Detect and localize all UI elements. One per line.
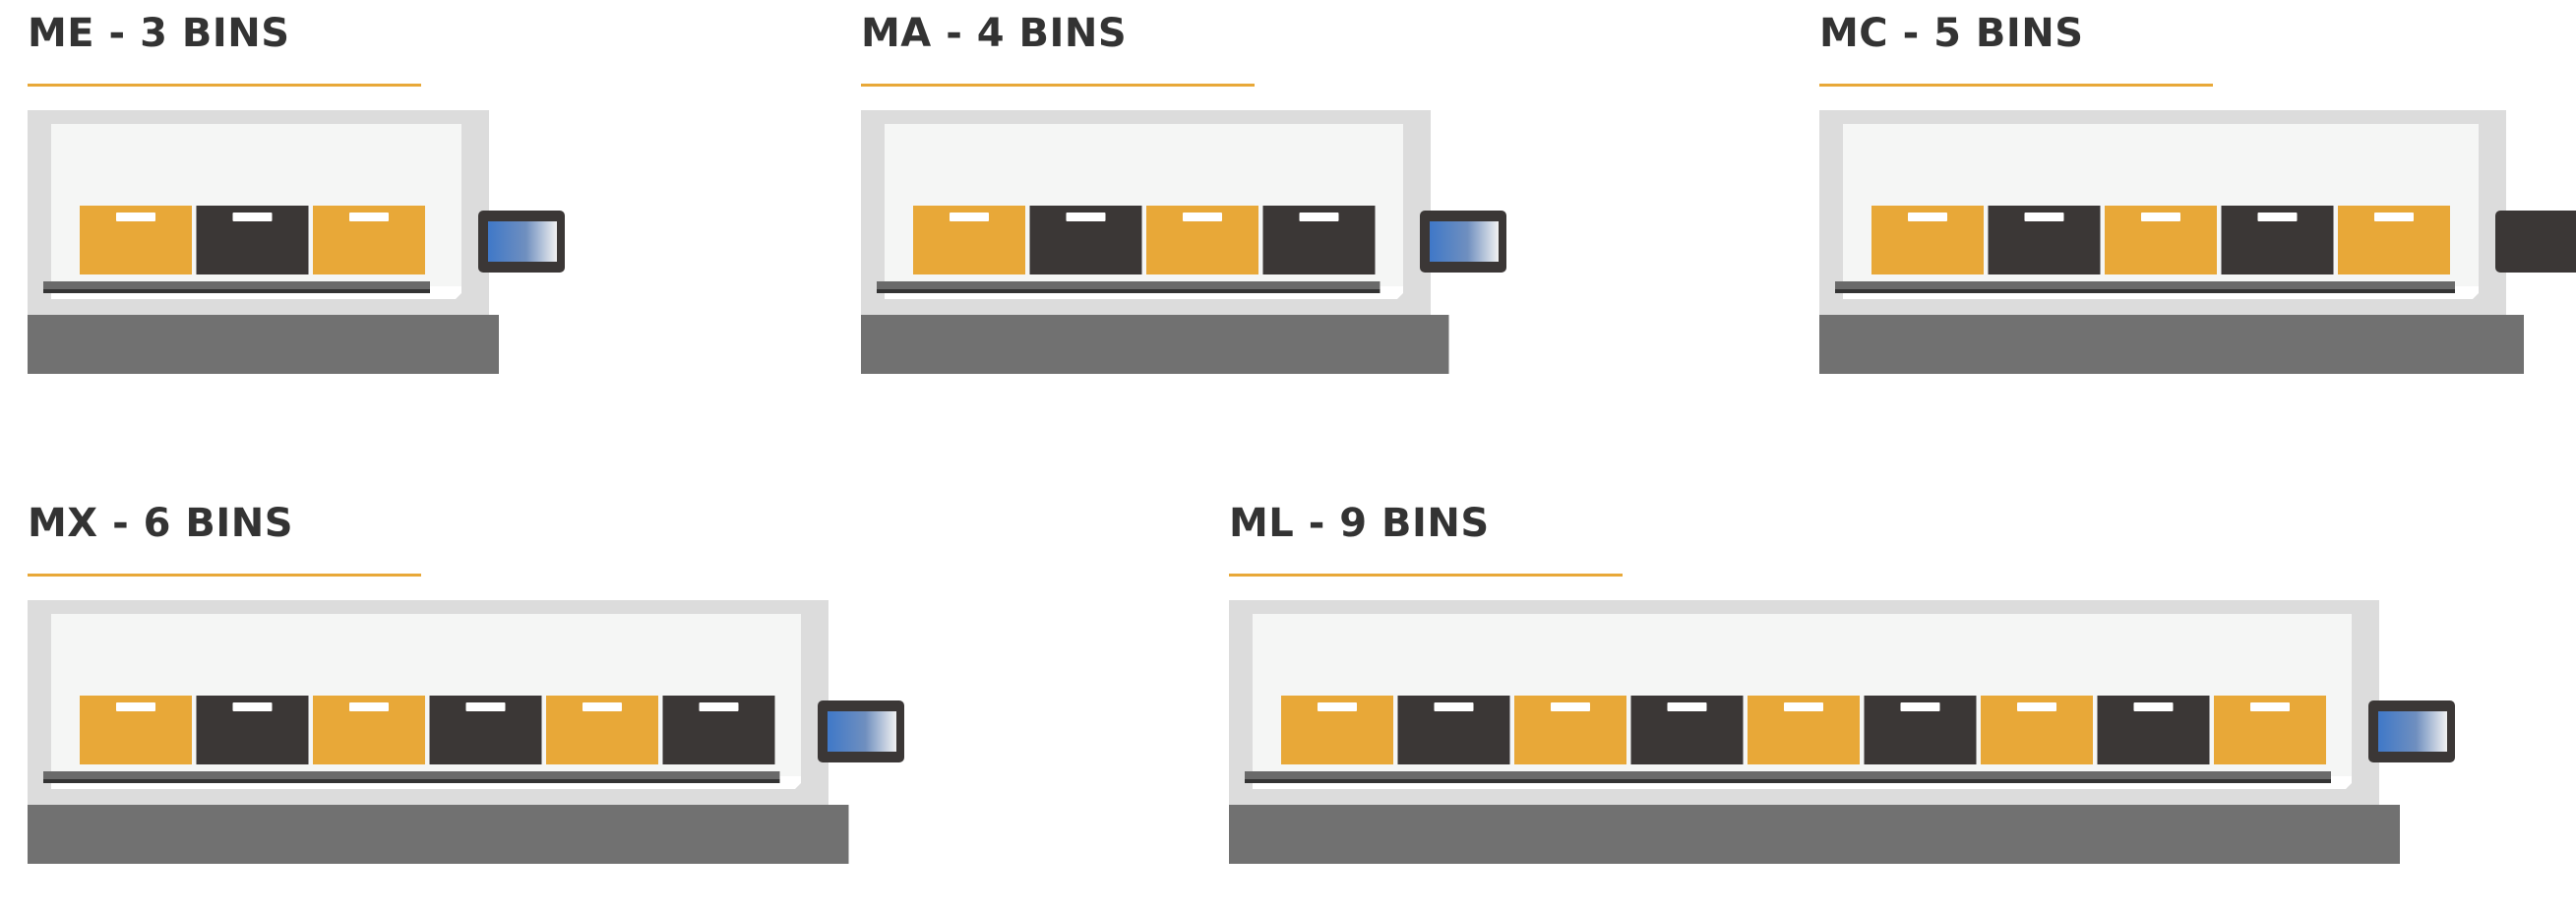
machine-base: [28, 805, 849, 864]
machine-me-title: ME - 3 BINS: [28, 11, 290, 56]
bin-handle: [1183, 213, 1222, 221]
machine-base: [1819, 315, 2524, 374]
bin-handle: [2374, 213, 2414, 221]
machine-mx-title-underline: [28, 574, 421, 577]
conveyor-belt: [1245, 771, 2331, 781]
bin-handle: [2257, 213, 2298, 221]
bin-handle: [2017, 702, 2056, 711]
machine-base: [861, 315, 1449, 374]
conveyor-edge: [1245, 779, 2331, 783]
machine-ma-diagram: [861, 110, 1506, 374]
conveyor-belt: [43, 771, 780, 781]
bin-handle: [2250, 702, 2290, 711]
machine-base: [1229, 805, 2400, 864]
machine-ml-title-underline: [1229, 574, 1623, 577]
bin-handle: [2133, 702, 2174, 711]
bin-handle: [465, 702, 506, 711]
bin-handle: [1908, 213, 1947, 221]
bin-handle: [116, 213, 155, 221]
conveyor-edge: [43, 289, 430, 293]
bin-handle: [1784, 702, 1823, 711]
machine-ml-diagram: [1229, 600, 2455, 864]
machine-mx-diagram: [28, 600, 904, 864]
bin-handle: [1434, 702, 1474, 711]
conveyor-belt: [1835, 281, 2455, 291]
bin-handle: [232, 702, 273, 711]
display-panel: [2495, 211, 2576, 273]
machine-me-title-underline: [28, 84, 421, 87]
bin-handle: [232, 213, 273, 221]
display-screen: [2378, 711, 2447, 752]
conveyor-edge: [1835, 289, 2455, 293]
machine-ml-title: ML - 9 BINS: [1229, 501, 1490, 546]
bin-handle: [116, 702, 155, 711]
bin-handle: [349, 702, 389, 711]
bin-handle: [1299, 213, 1339, 221]
display-screen: [488, 221, 557, 262]
conveyor-edge: [877, 289, 1380, 293]
frame-left-post: [861, 110, 885, 327]
display-screen: [1430, 221, 1499, 262]
conveyor-belt: [877, 281, 1380, 291]
bin-handle: [950, 213, 989, 221]
frame-left-post: [28, 110, 51, 327]
frame-left-post: [1819, 110, 1843, 327]
bin-handle: [1667, 702, 1707, 711]
display-screen: [828, 711, 896, 752]
machine-mc-title-underline: [1819, 84, 2213, 87]
bin-handle: [349, 213, 389, 221]
bin-handle: [1900, 702, 1940, 711]
conveyor-edge: [43, 779, 780, 783]
machine-base: [28, 315, 499, 374]
bin-handle: [1066, 213, 1106, 221]
frame-left-post: [28, 600, 51, 817]
bin-handle: [2024, 213, 2064, 221]
machine-ma-title: MA - 4 BINS: [861, 11, 1128, 56]
machine-ma-title-underline: [861, 84, 1255, 87]
machine-mx-title: MX - 6 BINS: [28, 501, 294, 546]
bin-handle: [699, 702, 739, 711]
bin-handle: [1318, 702, 1357, 711]
bin-handle: [2141, 213, 2180, 221]
frame-left-post: [1229, 600, 1253, 817]
bin-handle: [1551, 702, 1590, 711]
conveyor-belt: [43, 281, 430, 291]
machine-me-diagram: [28, 110, 565, 374]
bin-handle: [583, 702, 622, 711]
machine-mc-title: MC - 5 BINS: [1819, 11, 2084, 56]
machine-mc-diagram: [1819, 110, 2576, 374]
